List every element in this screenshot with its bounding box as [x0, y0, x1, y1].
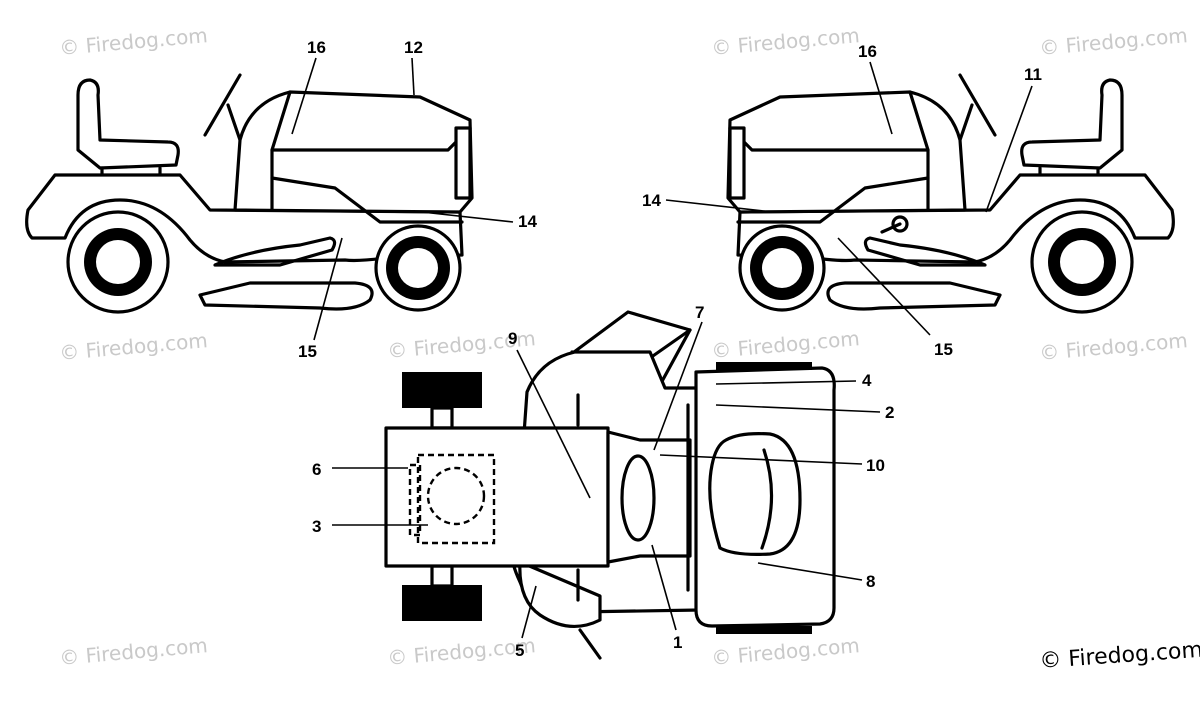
- callout-6: 6: [312, 460, 321, 479]
- rear-hub: [96, 240, 140, 284]
- leader-line: [659, 454, 863, 465]
- grille: [454, 126, 472, 200]
- callout-16: 16: [307, 38, 326, 57]
- callout-1: 1: [673, 633, 682, 652]
- decal-dashed-3: [408, 463, 422, 537]
- deck-lift: [863, 236, 987, 267]
- leader-line: [421, 211, 514, 223]
- leader-line: [653, 321, 703, 451]
- decal-dashed-circle: [426, 466, 486, 526]
- steering-column: [958, 103, 974, 142]
- body-stripe: [736, 176, 930, 224]
- rear-hub: [1060, 240, 1104, 284]
- mower-left-side-view: [25, 73, 474, 314]
- leader-line: [869, 61, 893, 135]
- watermark: © Firedog.com: [58, 328, 208, 365]
- axle-bottom: [430, 564, 454, 588]
- leader-line: [313, 237, 343, 341]
- front-hub: [762, 248, 802, 288]
- watermark: © Firedog.com: [710, 23, 860, 60]
- mower-deck: [826, 281, 1002, 311]
- callout-14: 14: [642, 191, 661, 210]
- callout-3: 3: [312, 517, 321, 536]
- leader-line: [837, 237, 931, 336]
- seat: [1020, 78, 1124, 170]
- watermark: © Firedog.com: [1038, 23, 1188, 60]
- leader-line: [715, 404, 881, 413]
- axle-top: [430, 406, 454, 430]
- engine-cover: [708, 432, 802, 556]
- callout-15: 15: [934, 340, 953, 359]
- steering-wheel: [958, 73, 997, 137]
- callout-14: 14: [518, 212, 537, 231]
- callouts-top-view: 7 9 4 2 10 8 6 3 5 1: [312, 303, 894, 660]
- leader-line: [715, 380, 857, 385]
- leader-line: [757, 562, 863, 581]
- mower-body: [736, 173, 1175, 264]
- watermark: © Firedog.com: [58, 633, 208, 670]
- lever: [880, 222, 902, 234]
- callout-9: 9: [508, 329, 517, 348]
- callout-11: 11: [1024, 65, 1042, 84]
- leader-line: [516, 349, 591, 499]
- steering-wheel: [203, 73, 242, 137]
- watermark: © Firedog.com: [710, 633, 860, 670]
- grille: [728, 126, 746, 200]
- leader-line: [665, 199, 773, 213]
- body-stripe: [270, 176, 464, 224]
- callout-8: 8: [866, 572, 875, 591]
- leader-line: [291, 57, 317, 135]
- seat: [76, 78, 180, 170]
- front-tire-top: [716, 362, 812, 370]
- steering-wheel-top: [620, 454, 656, 542]
- callout-7: 7: [695, 303, 704, 322]
- front-tire-bottom: [716, 626, 812, 634]
- deck-edge: [578, 628, 602, 660]
- leader-line: [651, 544, 677, 631]
- mower-right-side-view: [726, 73, 1175, 314]
- watermark: © Firedog.com: [1038, 328, 1188, 365]
- deck-side: [518, 560, 602, 629]
- mower-body: [25, 173, 464, 264]
- watermark: © Firedog.com: [58, 23, 208, 60]
- callout-15: 15: [298, 342, 317, 361]
- callout-2: 2: [885, 403, 894, 422]
- callouts-right-view: 16 11 14 15: [642, 42, 1042, 359]
- rear-tire-top: [402, 372, 482, 408]
- callout-5: 5: [515, 641, 524, 660]
- rear-tire-bottom: [402, 585, 482, 621]
- leader-line: [411, 57, 415, 96]
- callout-4: 4: [862, 371, 872, 390]
- front-hub: [398, 248, 438, 288]
- mower-deck: [198, 281, 374, 311]
- mower-top-view: [384, 310, 836, 660]
- steering-column: [226, 103, 242, 142]
- callout-12: 12: [404, 38, 423, 57]
- callout-10: 10: [866, 456, 885, 475]
- decal-dashed-6: [416, 453, 496, 545]
- deck-lift: [213, 236, 337, 267]
- leader-line: [985, 85, 1033, 213]
- watermark: © Firedog.com: [710, 326, 860, 363]
- callout-16: 16: [858, 42, 877, 61]
- callouts-left-view: 16 12 14 15: [291, 38, 537, 361]
- leader-line: [521, 585, 537, 639]
- copyright-text: © Firedog.com: [1039, 638, 1200, 674]
